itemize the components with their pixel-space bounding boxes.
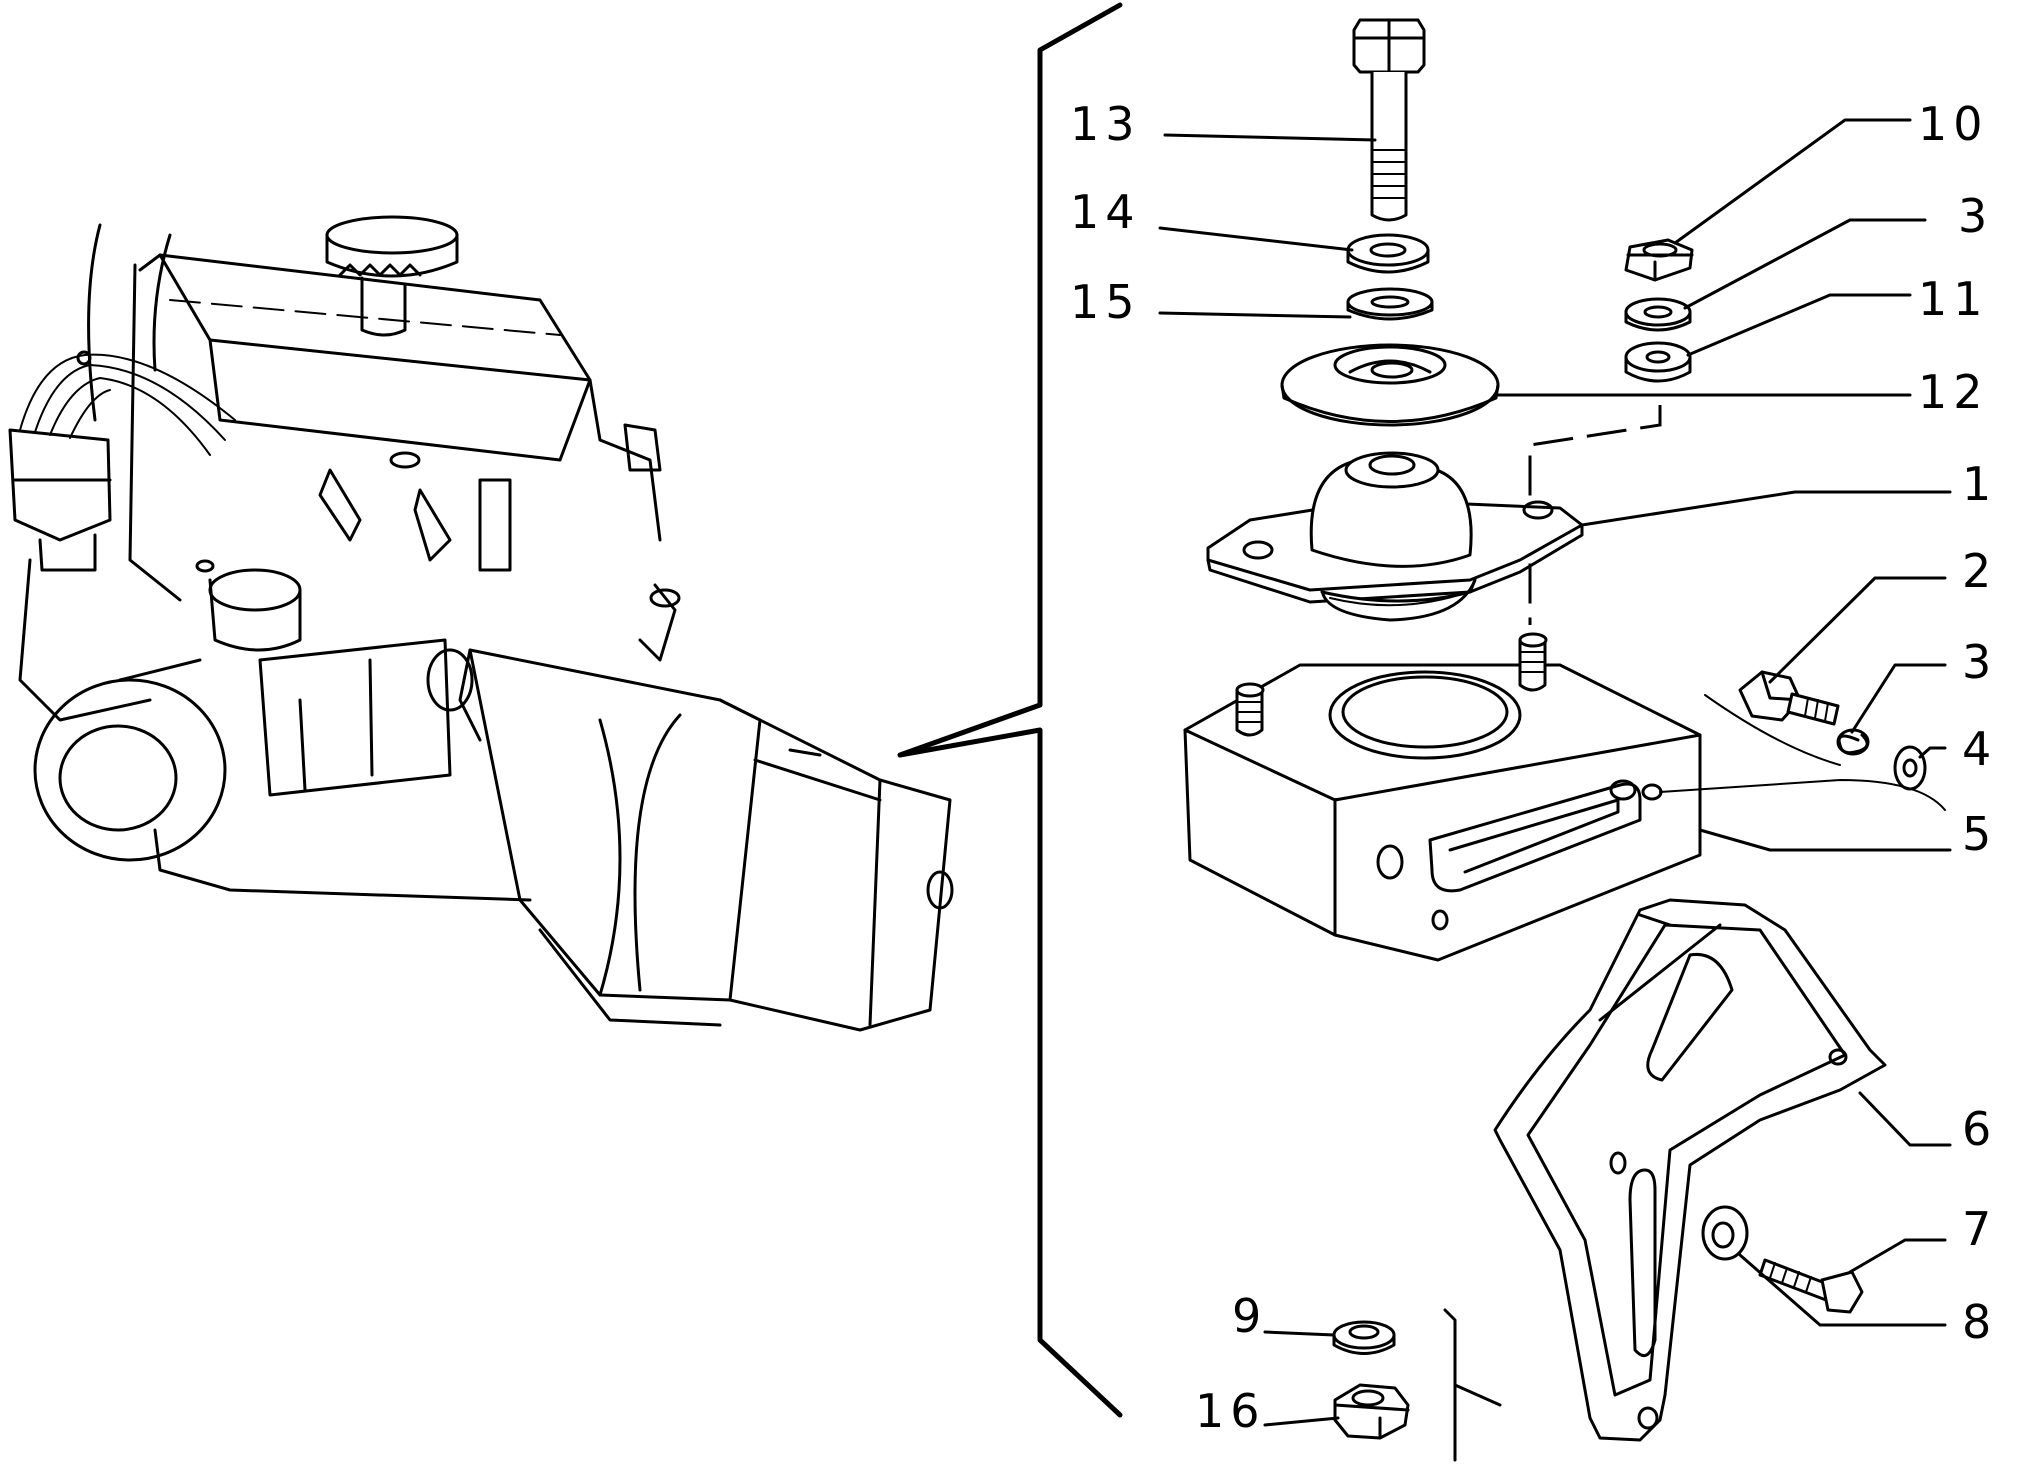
callout-4: 4 bbox=[1962, 722, 1997, 776]
bolt-2-icon bbox=[1738, 670, 1840, 726]
bolt-guide-curve bbox=[1704, 694, 1841, 766]
washer-9-icon bbox=[1332, 1320, 1396, 1355]
callout-15: 15 bbox=[1070, 275, 1141, 329]
engine-gearbox-illustration bbox=[8, 215, 954, 1032]
callout-9: 9 bbox=[1232, 1289, 1267, 1343]
washer-8-icon bbox=[1701, 1205, 1749, 1261]
callout-3-lower: 3 bbox=[1962, 635, 1997, 689]
callout-11: 11 bbox=[1918, 272, 1989, 326]
nut-guide-line bbox=[1443, 1308, 1502, 1462]
callout-13: 13 bbox=[1070, 97, 1141, 151]
nut-4-icon bbox=[1893, 745, 1927, 791]
bolt-13-icon bbox=[1352, 18, 1426, 222]
callout-5: 5 bbox=[1962, 807, 1997, 861]
nut-16-icon bbox=[1333, 1383, 1410, 1440]
callout-16: 16 bbox=[1195, 1384, 1266, 1438]
nut-10-icon bbox=[1624, 238, 1694, 282]
callout-labels: 13 14 15 10 3 11 12 1 2 3 4 5 6 7 8 9 16 bbox=[1070, 97, 1997, 1438]
bracket-6-icon bbox=[1493, 898, 1887, 1442]
washer-11-icon bbox=[1624, 341, 1692, 383]
cup-plate-12-icon bbox=[1280, 343, 1500, 427]
callout-6: 6 bbox=[1962, 1102, 1997, 1156]
leader-lines bbox=[1158, 118, 1952, 1427]
callout-8: 8 bbox=[1962, 1295, 1997, 1349]
callout-2: 2 bbox=[1962, 544, 1997, 598]
zoom-bracket bbox=[897, 2, 1123, 1418]
callout-1: 1 bbox=[1962, 457, 1997, 511]
bolt-7-icon bbox=[1758, 1258, 1864, 1314]
spring-washer-3-upper-icon bbox=[1624, 297, 1692, 332]
callout-12: 12 bbox=[1918, 365, 1989, 419]
parts-group bbox=[1183, 18, 1946, 1462]
spring-washer-14-icon bbox=[1346, 233, 1430, 274]
callout-7: 7 bbox=[1962, 1202, 1997, 1256]
rubber-mount-1-icon bbox=[1206, 451, 1584, 622]
callout-3-upper: 3 bbox=[1958, 189, 1993, 243]
spring-washer-3-lower-icon bbox=[1836, 728, 1870, 756]
flat-washer-15-icon bbox=[1346, 287, 1434, 321]
callout-10: 10 bbox=[1918, 97, 1989, 151]
support-block-5-icon bbox=[1183, 632, 1702, 962]
callout-14: 14 bbox=[1070, 185, 1141, 239]
